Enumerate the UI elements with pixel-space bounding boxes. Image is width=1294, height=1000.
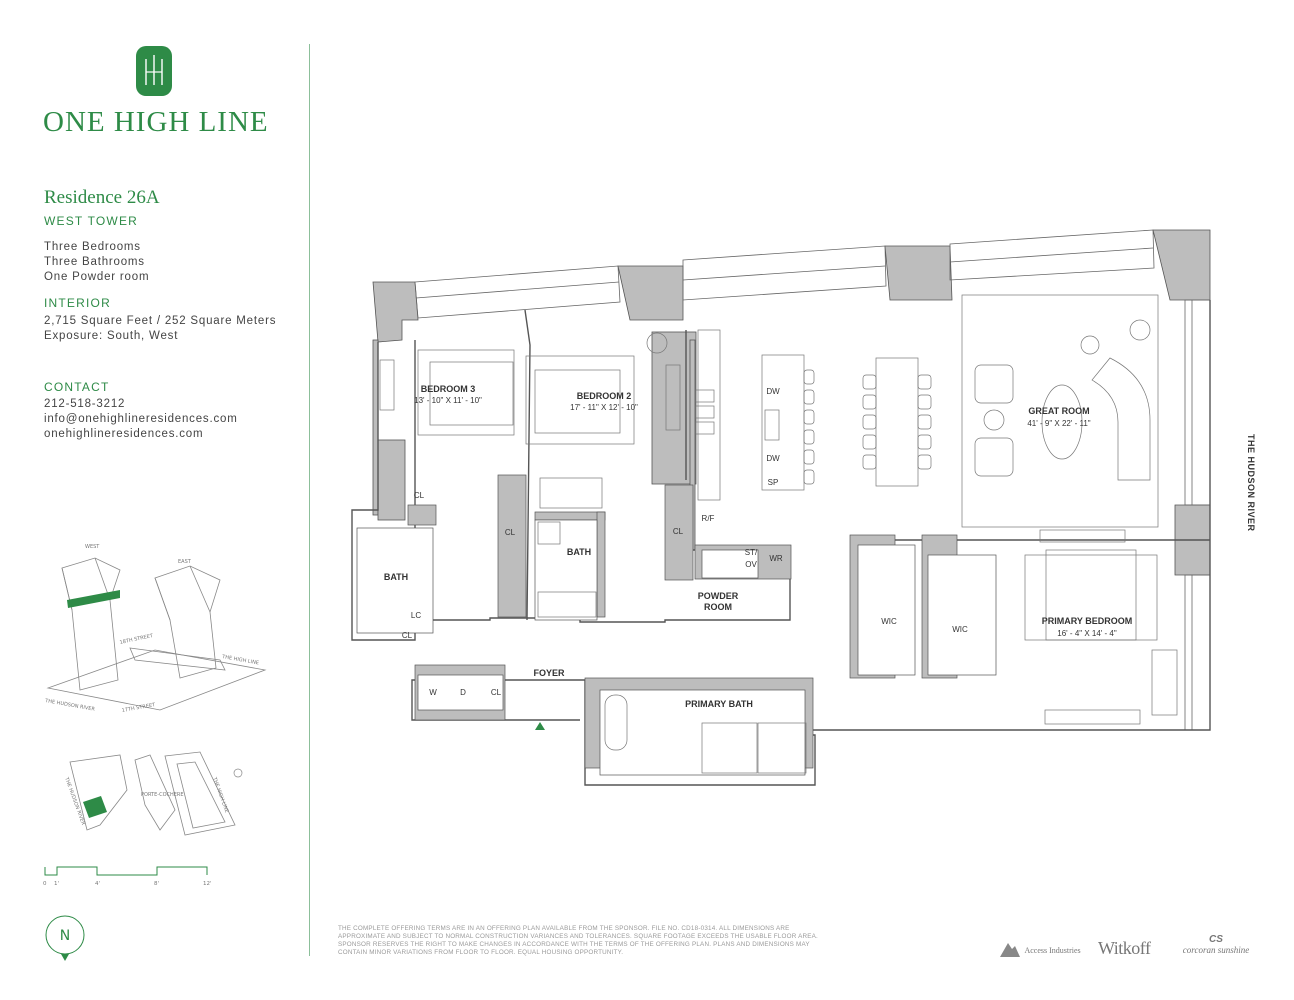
exterior-walls	[372, 229, 1211, 576]
brand-name: ONE HIGH LINE	[43, 106, 269, 138]
axonometric-building-diagram: WEST EAST 18TH STREET THE HIGH LINE THE …	[44, 544, 267, 714]
hudson-river-label: THE HUDSON RIVER	[1246, 434, 1256, 532]
scale-tick-12: 12'	[203, 881, 212, 887]
label-cl-2: CL	[505, 528, 516, 537]
column-divider	[309, 44, 310, 956]
compass-label: N	[60, 928, 70, 944]
site-label-porte-cochere: PORTE-COCHERE	[141, 792, 184, 798]
label-st: ST/	[745, 548, 758, 557]
axo-label-west: WEST	[85, 544, 100, 550]
access-industries-name: Access Industries	[1024, 946, 1081, 955]
bedroom2-bed	[534, 369, 621, 434]
scale-bar: 0 1' 4' 8' 12'	[43, 866, 212, 887]
legal-disclaimer: THE COMPLETE OFFERING TERMS ARE IN AN OF…	[338, 925, 818, 956]
room-name-bedroom3: BEDROOM 3	[421, 384, 476, 394]
interior-exposure: Exposure: South, West	[44, 330, 179, 342]
compass-pointer-icon	[61, 954, 69, 961]
label-washer: W	[429, 688, 437, 697]
bedroom2-rug	[525, 355, 635, 445]
room-name-primary-bath: PRIMARY BATH	[685, 699, 753, 709]
axo-label-river: THE HUDSON RIVER	[44, 698, 96, 713]
kitchen-island	[761, 354, 805, 491]
entry-arrow-icon	[535, 722, 545, 730]
furniture	[379, 294, 1178, 774]
primary-bed	[1045, 549, 1137, 641]
building-monogram-icon	[136, 46, 172, 96]
room-dims-primary-bedroom: 16' - 4" X 14' - 4"	[1057, 629, 1117, 638]
axo-label-18th: 18TH STREET	[119, 633, 154, 646]
label-sp: SP	[768, 478, 779, 487]
interior-heading: INTERIOR	[44, 296, 111, 310]
label-cl-1: CL	[414, 491, 425, 500]
room-name-bath-2: BATH	[567, 547, 591, 557]
witkoff-logo: Witkoff	[1098, 938, 1151, 958]
interior-area: 2,715 Square Feet / 252 Square Meters	[44, 315, 277, 327]
contact-email[interactable]: info@onehighlineresidences.com	[44, 413, 238, 425]
dining-chairs	[803, 369, 932, 485]
contact-website[interactable]: onehighlineresidences.com	[44, 428, 204, 440]
scale-tick-4: 4'	[95, 881, 100, 887]
label-wic-1: WIC	[881, 617, 897, 626]
site-plan-diagram: THE HUDSON RIVER PORTE-COCHERE THE HIGH …	[63, 751, 243, 836]
site-compass-icon	[233, 768, 243, 778]
label-cl-5: CL	[491, 688, 502, 697]
coffee-table	[1041, 384, 1083, 460]
label-ov: OV	[745, 560, 757, 569]
one-high-line-logo	[135, 45, 173, 102]
label-rf: R/F	[702, 514, 715, 523]
room-name-bedroom2: BEDROOM 2	[577, 391, 632, 401]
mountain-icon	[1000, 942, 1020, 957]
residence-title: Residence 26A	[44, 187, 160, 208]
label-wic-2: WIC	[952, 625, 968, 634]
corcoran-name: corcoran sunshine	[1182, 945, 1250, 955]
scale-tick-0: 0	[43, 881, 47, 887]
dining-table	[875, 357, 919, 487]
room-name-powder-1: POWDER	[698, 591, 739, 601]
room-name-foyer: FOYER	[533, 668, 565, 678]
label-dw-2: DW	[766, 454, 780, 463]
north-compass: N	[45, 915, 85, 961]
site-label-river: THE HUDSON RIVER	[63, 776, 86, 827]
rooms-powder: One Powder room	[44, 271, 150, 283]
access-industries-logo: Access Industries	[1000, 940, 1081, 958]
label-cl-4: CL	[402, 631, 413, 640]
room-name-powder-2: ROOM	[704, 602, 732, 612]
site-label-highline: THE HIGH LINE	[211, 776, 230, 814]
scale-tick-8: 8'	[154, 881, 159, 887]
contact-phone[interactable]: 212-518-3212	[44, 398, 126, 410]
room-name-primary-bedroom: PRIMARY BEDROOM	[1042, 616, 1133, 626]
tower-name: WEST TOWER	[44, 214, 139, 228]
label-lc: LC	[411, 611, 421, 620]
scale-tick-1: 1'	[54, 881, 59, 887]
label-wr: WR	[769, 554, 783, 563]
room-dims-bedroom3: 13' - 10" X 11' - 10"	[414, 396, 482, 405]
contact-heading: CONTACT	[44, 380, 110, 394]
site-residence-highlight	[83, 796, 107, 818]
room-dims-bedroom2: 17' - 11" X 12' - 10"	[570, 403, 638, 412]
axo-label-17th: 17TH STREET	[121, 702, 156, 714]
rooms-bedrooms: Three Bedrooms	[44, 241, 141, 253]
room-name-great-room: GREAT ROOM	[1028, 406, 1089, 416]
rooms-bathrooms: Three Bathrooms	[44, 256, 145, 268]
room-dims-great-room: 41' - 9" X 22' - 11"	[1027, 419, 1090, 428]
axo-label-highline: THE HIGH LINE	[221, 654, 260, 667]
corcoran-mark: CS	[1209, 934, 1223, 945]
corcoran-sunshine-logo: CS corcoran sunshine	[1180, 934, 1252, 955]
great-room-rug	[961, 294, 1159, 528]
label-dryer: D	[460, 688, 466, 697]
bedroom3-rug	[417, 349, 515, 436]
label-cl-3: CL	[673, 527, 684, 536]
bedroom3-bed	[429, 361, 514, 426]
room-name-bath-1: BATH	[384, 572, 408, 582]
residence-highlight	[67, 590, 120, 608]
label-dw-1: DW	[766, 387, 780, 396]
floor-plan: BEDROOM 3 13' - 10" X 11' - 10" BEDROOM …	[351, 229, 1211, 786]
axo-label-east: EAST	[178, 559, 192, 565]
plan-outline	[351, 300, 1211, 786]
windows	[414, 229, 1211, 731]
